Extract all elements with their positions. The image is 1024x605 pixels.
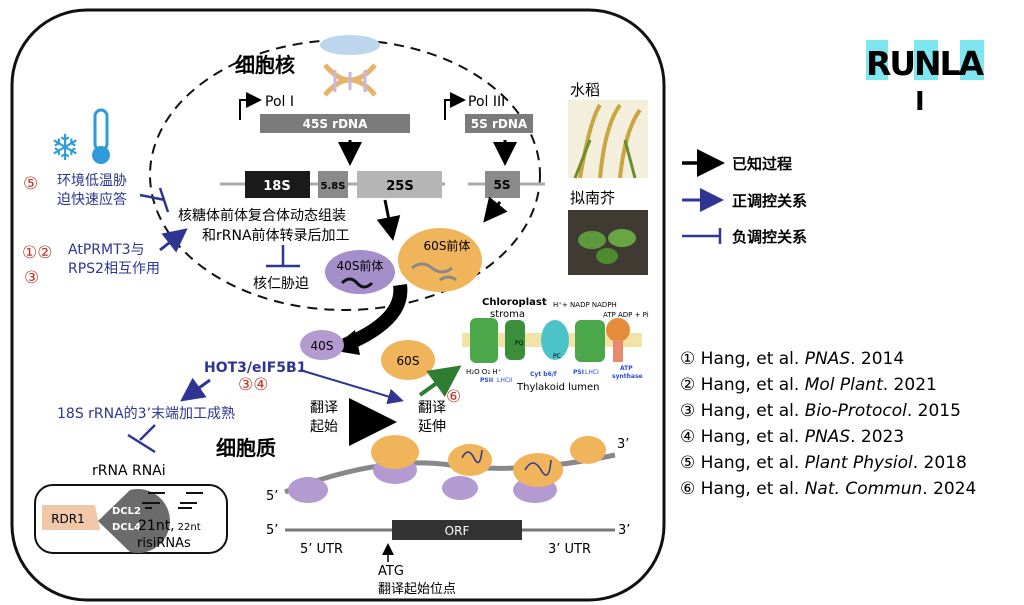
legend-known: 已知过程: [732, 155, 792, 173]
mrna-3-prime: 3’: [617, 437, 629, 452]
assembly-text-2: 和rRNA前体转录后加工: [202, 227, 350, 244]
references: ① Hang, et al. PNAS. 2014 ② Hang, et al.…: [680, 349, 976, 499]
svg-text:synthase: synthase: [612, 373, 643, 380]
prmt3-text: AtPRMT3与: [68, 242, 145, 258]
legend-positive: 正调控关系: [732, 192, 807, 210]
svg-text:RUNLA: RUNLA: [866, 44, 984, 83]
svg-text:LHCII: LHCII: [497, 377, 513, 384]
nt-label: 21nt,22nt: [138, 518, 201, 534]
dicer-shape: [98, 489, 170, 553]
pre-40s-label: 40S前体: [337, 258, 384, 273]
thermometer-icon: [92, 108, 110, 164]
svg-text:PSI: PSI: [573, 369, 584, 376]
ref-3-4-marker: ③④: [238, 375, 268, 395]
utr3-label: 3’ UTR: [548, 542, 591, 557]
orf-label: ORF: [445, 524, 470, 538]
runla-logo: RUNLA I: [866, 40, 984, 117]
pol3-label: Pol III: [468, 94, 505, 110]
25s-label: 25S: [386, 179, 413, 194]
reference-4: ④ Hang, et al. PNAS. 2023: [680, 427, 904, 447]
mrna-5-prime: 5’: [266, 489, 278, 504]
processing-text: 18S rRNA的3’末端加工成熟: [57, 406, 235, 422]
cell-boundary: [10, 8, 666, 602]
40s-subunit: [300, 330, 344, 360]
arabidopsis-image: [568, 210, 648, 275]
svg-text:LHCI: LHCI: [585, 369, 599, 376]
svg-text:stroma: stroma: [490, 309, 525, 320]
start-site-label: 翻译起始位点: [378, 582, 456, 597]
snowflake-icon: ❄: [50, 128, 80, 169]
rrna-rnai-label: rRNA RNAi: [92, 463, 166, 479]
reference-6: ⑥ Hang, et al. Nat. Commun. 2024: [680, 479, 976, 499]
schematic-5-prime: 5’: [266, 523, 278, 538]
svg-text:ATP ADP + Pi: ATP ADP + Pi: [603, 311, 649, 319]
initiation-label-2: 起始: [310, 419, 338, 435]
orf-box: [392, 520, 522, 540]
svg-text:ATP: ATP: [620, 365, 633, 372]
svg-text:PQ: PQ: [515, 340, 524, 347]
svg-text:❄: ❄: [50, 128, 80, 169]
ref-3-marker: ③: [24, 268, 39, 288]
chloroplast-illustration: Chloroplast stroma H⁺+ NADP NADPH ATP AD…: [462, 297, 649, 393]
svg-text:PC: PC: [553, 353, 561, 360]
18s-label: 18S: [263, 179, 290, 194]
ref-5-marker: ⑤: [23, 174, 38, 194]
ref-6-marker: ⑥: [446, 387, 461, 407]
hot3-label: HOT3/eIF5B1: [204, 360, 306, 376]
svg-text:I: I: [915, 87, 925, 117]
svg-text:Chloroplast: Chloroplast: [482, 297, 547, 308]
rice-image: [568, 100, 648, 179]
initiation-label: 翻译: [310, 400, 338, 416]
60s-subunit: [381, 340, 435, 380]
60s-label: 60S: [397, 354, 420, 368]
reference-5: ⑤ Hang, et al. Plant Physiol. 2018: [680, 453, 967, 473]
atg-label: ATG: [378, 564, 404, 579]
reference-1: ① Hang, et al. PNAS. 2014: [680, 349, 904, 369]
elongation-label: 翻译: [418, 400, 446, 416]
rice-label: 水稻: [570, 81, 600, 99]
rdna5-label: 5S rDNA: [471, 117, 528, 131]
reference-2: ② Hang, et al. Mol Plant. 2021: [680, 375, 937, 395]
polysome: [284, 435, 616, 503]
svg-text:H⁺+ NADP NADPH: H⁺+ NADP NADPH: [553, 301, 617, 309]
risirnas-label: risiRNAs: [137, 536, 191, 551]
reference-3: ③ Hang, et al. Bio-Protocol. 2015: [680, 401, 961, 421]
rdr1-label: RDR1: [51, 512, 85, 526]
svg-text:Cyt b6/f: Cyt b6/f: [530, 371, 557, 378]
5s-label: 5S: [494, 178, 511, 192]
elongation-label-2: 延伸: [418, 419, 446, 435]
svg-text:Thylakoid lumen: Thylakoid lumen: [516, 382, 599, 393]
dna-icon: [320, 35, 380, 97]
prmt3-text-2: RPS2相互作用: [68, 261, 160, 277]
rdna45-label: 45S rDNA: [303, 117, 368, 131]
utr5-label: 5’ UTR: [300, 542, 343, 557]
svg-text:PSII: PSII: [480, 377, 493, 384]
5-8s-label: 5.8S: [321, 181, 346, 192]
dcl2-label: DCL2: [112, 506, 141, 517]
arabidopsis-label: 拟南芥: [570, 189, 615, 207]
ref-1-2-marker: ①②: [22, 243, 52, 263]
40s-label: 40S: [311, 339, 334, 353]
pol1-label: Pol I: [265, 94, 294, 110]
pre-60s-label: 60S前体: [424, 238, 471, 253]
pre-60s-subunit: [398, 228, 482, 292]
legend-negative: 负调控关系: [732, 228, 807, 246]
nucleus-label: 细胞核: [235, 53, 295, 77]
nucleolar-stress-label: 核仁胁迫: [253, 276, 309, 292]
svg-text:H₂O O₂ H⁺: H₂O O₂ H⁺: [466, 368, 502, 376]
rnai-box: [34, 484, 228, 554]
assembly-text: 核糖体前体复合体动态组装: [178, 207, 346, 224]
schematic-3-prime: 3’: [618, 523, 630, 538]
dcl4-label: DCL4: [112, 522, 141, 533]
cytoplasm-label: 细胞质: [216, 436, 276, 460]
cold-stress-text-2: 迫快速应答: [57, 191, 127, 208]
legend: 已知过程 正调控关系 负调控关系: [682, 149, 807, 246]
cold-stress-text: 环境低温胁: [57, 173, 127, 189]
